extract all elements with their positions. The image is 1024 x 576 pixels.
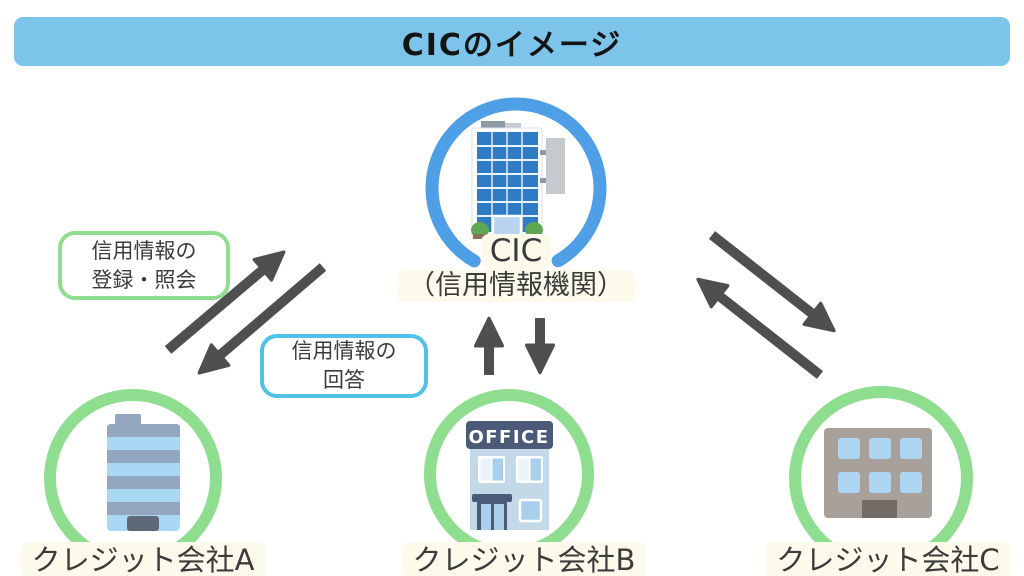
company-a-label-text: クレジット会社A (20, 542, 266, 576)
note-blue-line2: 回答 (323, 368, 365, 392)
cic-subtitle: （信用情報機関） (397, 269, 635, 302)
note-green-line2: 登録・照会 (91, 267, 197, 292)
arrow-group-right (696, 231, 836, 379)
note-registration-inquiry: 信用情報の 登録・照会 (58, 231, 230, 300)
company-b-building-icon: OFFICE (466, 421, 553, 530)
office-sign-text: OFFICE (468, 427, 549, 448)
title-banner: CICのイメージ (14, 17, 1010, 66)
cic-label: CIC （信用情報機関） (397, 234, 635, 302)
company-b-label-text: クレジット会社B (401, 542, 647, 576)
cic-name: CIC (480, 234, 552, 269)
page-title: CICのイメージ (401, 27, 623, 63)
note-blue-line1: 信用情報の (291, 339, 397, 364)
company-b-ring (424, 389, 594, 559)
arrow-company-a-to-cic (164, 250, 286, 354)
arrow-group-center (473, 316, 556, 375)
note-response: 信用情報の 回答 (260, 334, 428, 398)
arrow-cic-to-company-a (197, 263, 327, 375)
arrow-company-c-to-cic (696, 277, 824, 379)
arrow-cic-to-company-c (708, 231, 836, 333)
company-a-label: クレジット会社A (20, 537, 266, 576)
company-b-label: クレジット会社B (401, 537, 647, 576)
company-c-ring (789, 386, 973, 570)
cic-ring (425, 97, 607, 279)
note-green-line1: 信用情報の (91, 238, 197, 263)
company-c-label: クレジット会社C (765, 537, 1011, 576)
company-c-building-icon (824, 428, 932, 518)
arrow-group-left (164, 250, 327, 375)
cic-building-icon (471, 121, 565, 239)
company-a-ring (44, 389, 222, 567)
company-c-label-text: クレジット会社C (765, 542, 1011, 576)
company-a-building-icon (107, 414, 180, 531)
